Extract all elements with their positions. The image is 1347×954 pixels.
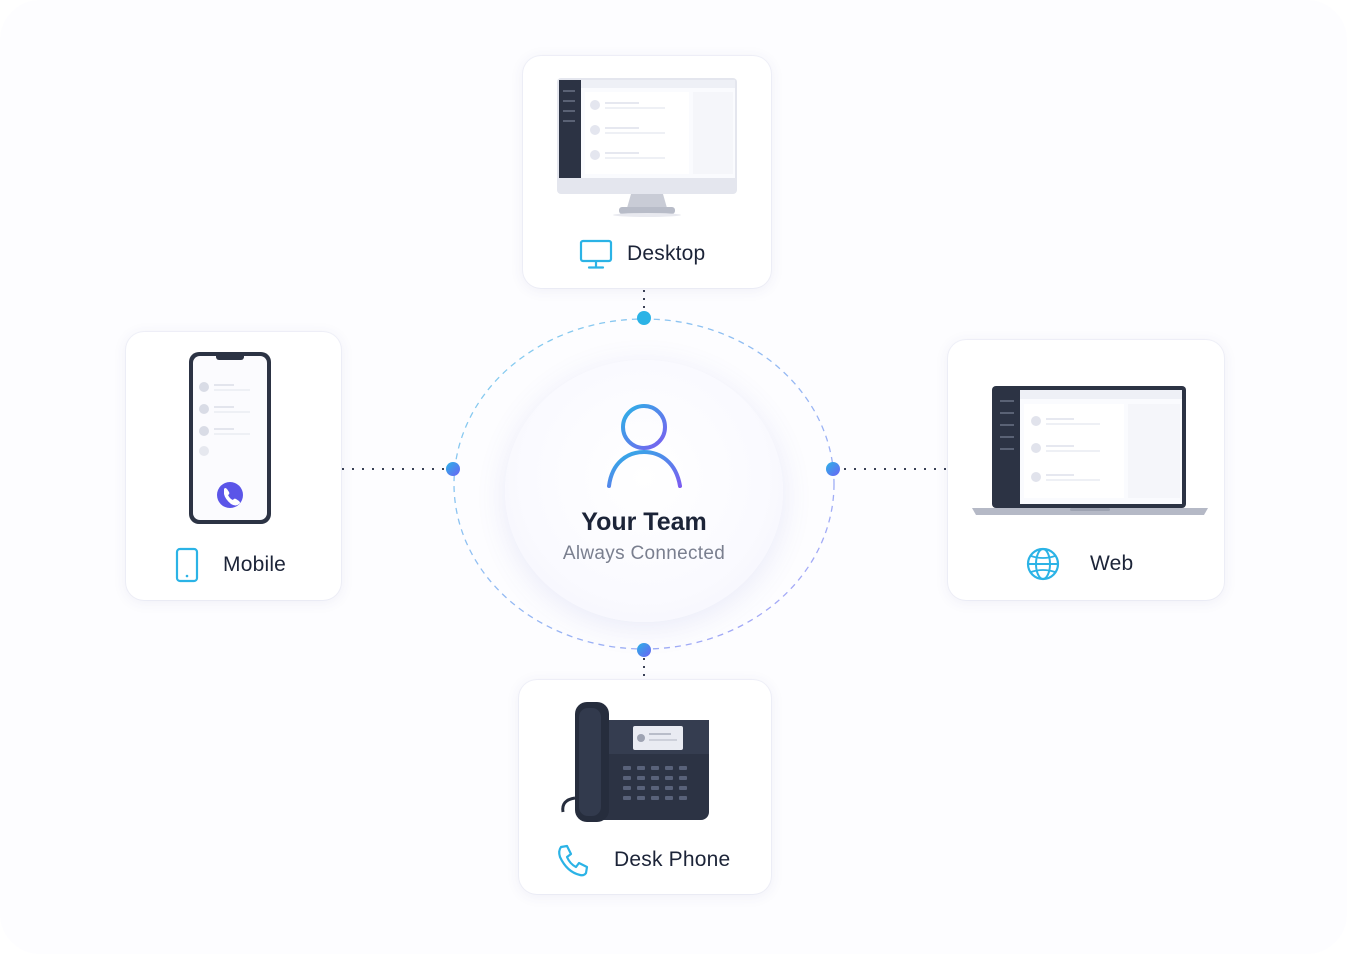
- globe-icon: [1026, 547, 1060, 581]
- desk-phone-illustration: [561, 702, 709, 822]
- mobile-label: Mobile: [223, 553, 287, 576]
- mobile-card[interactable]: Mobile: [126, 332, 341, 600]
- monitor-icon: [579, 239, 613, 269]
- desk-phone-label: Desk Phone: [614, 848, 731, 871]
- team-hub: [505, 360, 783, 622]
- team-subtitle: Always Connected: [562, 543, 726, 564]
- desktop-illustration: [557, 78, 737, 217]
- web-label: Web: [1090, 552, 1134, 575]
- desktop-label: Desktop: [627, 242, 706, 265]
- desk-phone-card[interactable]: Desk Phone: [519, 680, 771, 894]
- laptop-illustration: [972, 386, 1208, 515]
- desktop-card[interactable]: Desktop: [523, 56, 771, 288]
- team-title: Your Team: [581, 508, 707, 536]
- junction-dot-left: [446, 462, 460, 476]
- web-card[interactable]: Web: [948, 340, 1224, 600]
- junction-dot-top: [637, 311, 651, 325]
- junction-dot-right: [826, 462, 840, 476]
- phone-icon: [558, 844, 589, 877]
- smartphone-icon: [175, 547, 199, 583]
- smartphone-illustration: [189, 352, 271, 524]
- junction-dot-bottom: [637, 643, 651, 657]
- user-icon: [607, 404, 682, 488]
